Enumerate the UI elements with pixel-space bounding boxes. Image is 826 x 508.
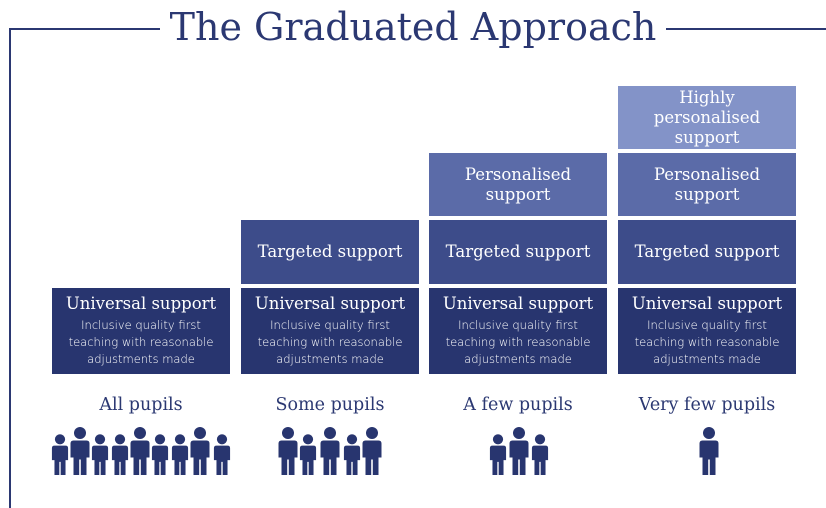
frame-top-left-line (9, 28, 209, 30)
targeted-support-box-some: Targeted support (241, 220, 419, 284)
people-group-very-few (699, 427, 719, 475)
targeted-support-box-very-few: Targeted support (618, 220, 796, 284)
frame-top-right-line (640, 28, 826, 30)
person-icon (51, 434, 69, 475)
person-icon (151, 434, 169, 475)
tier-detail: Inclusive quality first teaching with re… (68, 318, 214, 366)
targeted-support-box-few: Targeted support (429, 220, 607, 284)
group-label-a-few-pupils: A few pupils (463, 395, 573, 415)
tier-label: Personalised support (653, 164, 761, 204)
tier-label: Universal support (65, 294, 217, 313)
frame-left-line (9, 28, 11, 508)
tier-label: Universal support (631, 294, 783, 313)
personalised-support-box-very-few: Personalised support (618, 153, 796, 216)
tier-label: Universal support (442, 294, 594, 313)
highly-personalised-support-box: Highly personalised support (618, 86, 796, 149)
group-label-some-pupils: Some pupils (275, 395, 385, 415)
person-icon (213, 434, 231, 475)
person-icon (111, 434, 129, 475)
person-icon (509, 427, 529, 475)
universal-support-box-very-few: Universal support Inclusive quality firs… (618, 288, 796, 374)
person-icon (278, 427, 298, 475)
universal-support-box-all: Universal support Inclusive quality firs… (52, 288, 230, 374)
person-icon (70, 427, 90, 475)
person-icon (489, 434, 507, 475)
people-group-all (51, 427, 231, 475)
tier-label: Targeted support (445, 242, 591, 261)
tier-detail: Inclusive quality first teaching with re… (445, 318, 591, 366)
tier-label: Targeted support (634, 242, 780, 261)
universal-support-box-some: Universal support Inclusive quality firs… (241, 288, 419, 374)
group-label-all-pupils: All pupils (99, 395, 183, 415)
personalised-support-box-few: Personalised support (429, 153, 607, 216)
tier-label: Personalised support (464, 164, 572, 204)
person-icon (362, 427, 382, 475)
tier-label: Universal support (254, 294, 406, 313)
tier-detail: Inclusive quality first teaching with re… (257, 318, 403, 366)
diagram-title: The Graduated Approach (0, 2, 826, 52)
people-group-some (278, 427, 382, 475)
person-icon (320, 427, 340, 475)
person-icon (130, 427, 150, 475)
universal-support-box-few: Universal support Inclusive quality firs… (429, 288, 607, 374)
person-icon (531, 434, 549, 475)
tier-label: Targeted support (257, 242, 403, 261)
tier-label: Highly personalised support (653, 87, 761, 147)
person-icon (699, 427, 719, 475)
person-icon (343, 434, 361, 475)
group-label-very-few-pupils: Very few pupils (638, 395, 776, 415)
people-group-few (489, 427, 549, 475)
person-icon (190, 427, 210, 475)
person-icon (171, 434, 189, 475)
person-icon (299, 434, 317, 475)
tier-detail: Inclusive quality first teaching with re… (634, 318, 780, 366)
person-icon (91, 434, 109, 475)
